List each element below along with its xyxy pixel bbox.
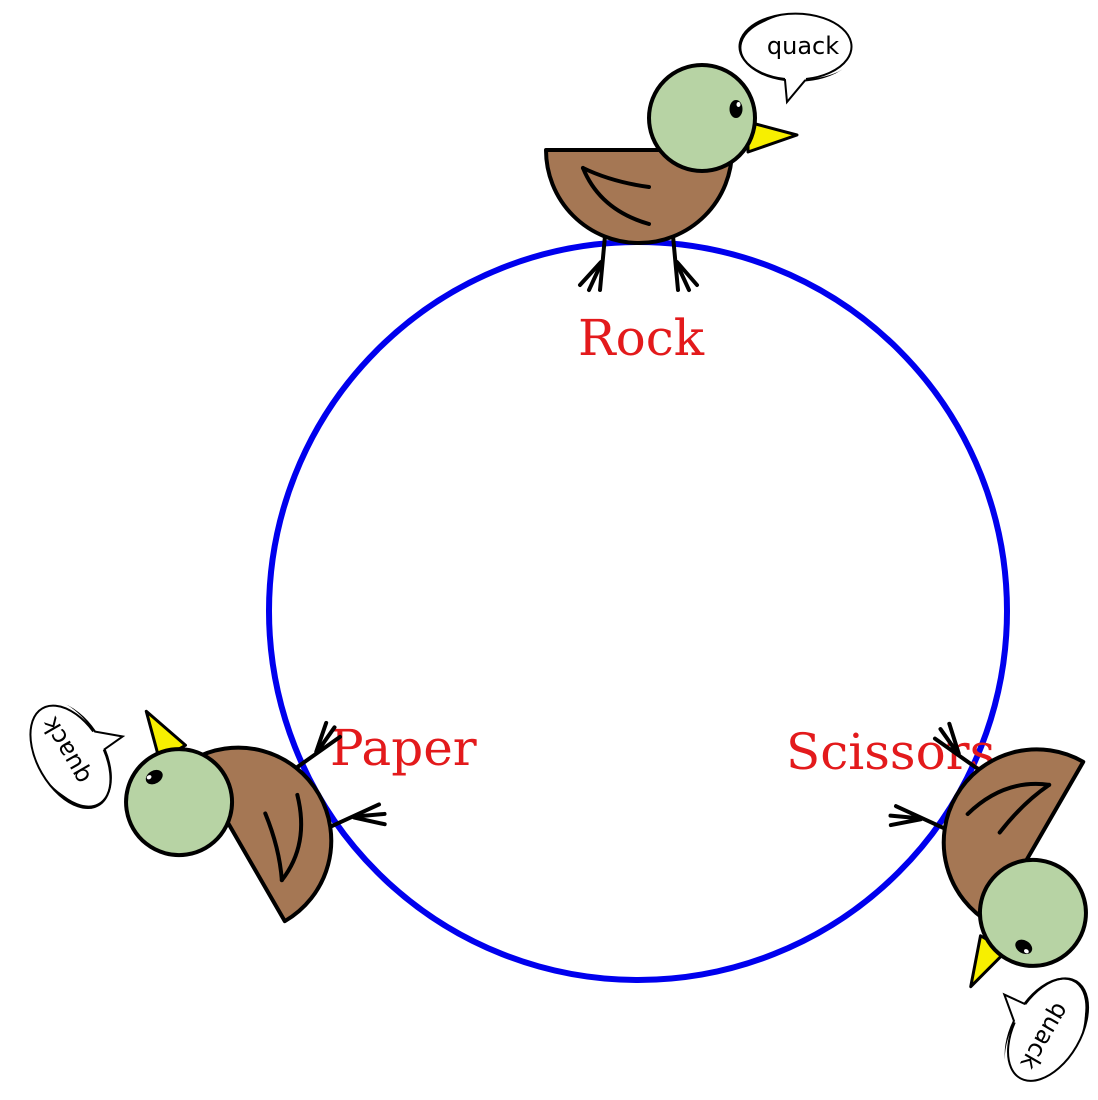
duck-rock: quack [544,12,859,292]
duck-eye-highlight [736,102,741,107]
duck-right-leg [293,720,343,771]
duck-right-leg [671,234,699,292]
duck-eye-highlight [1024,949,1029,954]
duck-head [977,857,1088,968]
duck-paper: quack [26,699,387,924]
duck-eye [145,769,163,785]
duck-scissors: quack [888,721,1090,1088]
duck-eye [729,100,743,118]
duck-eye-highlight [146,775,152,780]
duck-body [941,747,1086,925]
node-label-rock: Rock [578,309,705,367]
speech-bubble: quack [738,12,859,105]
node-label-paper: Paper [330,719,477,777]
speech-bubble: quack [26,699,126,809]
duck-head [647,63,757,173]
duck-left-leg [932,721,982,772]
duck-wing [263,792,304,883]
speech-bubble-text: quack [767,32,839,60]
duck-right-leg [888,804,948,831]
speech-bubble: quack [1002,977,1090,1088]
duck-wing [581,166,651,226]
duck-left-leg [578,234,607,292]
duck-left-leg [327,802,387,830]
duck-wing [965,782,1052,835]
node-label-scissors: Scissors [786,723,995,781]
